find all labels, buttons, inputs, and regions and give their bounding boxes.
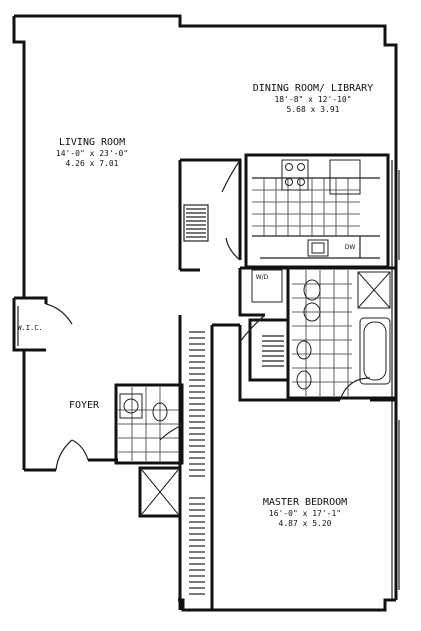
master-bedroom-name: MASTER BEDROOM [263, 497, 347, 508]
kitchen: DW [252, 159, 380, 259]
living-room-dim-imperial: 14'-0" x 23'-0" [56, 149, 128, 158]
toilet-icon [303, 279, 321, 301]
sink-icon [296, 370, 312, 390]
living-room-name: LIVING ROOM [59, 137, 125, 148]
washer-dryer-label: W/D [256, 274, 269, 281]
living-room-dim-metric: 4.26 x 7.01 [66, 159, 119, 168]
kitchen-tiles [252, 178, 360, 236]
toilet-icon [303, 302, 321, 322]
dishwasher-label: DW [345, 244, 356, 251]
door-swings [45, 159, 371, 471]
refrigerator-icon [329, 159, 361, 195]
bath-tiles [292, 270, 352, 396]
master-bedroom-dim-metric: 4.87 x 5.20 [279, 519, 332, 528]
kitchen-sink-icon [307, 239, 329, 257]
sink-icon [123, 398, 139, 414]
toilet-icon [152, 402, 168, 422]
powder-room [118, 387, 180, 461]
dining-room-dim-metric: 5.68 x 3.91 [287, 105, 340, 114]
dining-room-dim-imperial: 18'-8" x 12'-10" [274, 95, 351, 104]
dining-room-name: DINING ROOM/ LIBRARY [253, 83, 373, 94]
shower-icon [357, 271, 391, 309]
interior-walls [14, 153, 398, 610]
closet-shelving [17, 204, 284, 595]
bathtub-icon [359, 317, 391, 385]
master-bathroom: W/D [251, 269, 391, 396]
linen-closet [141, 469, 179, 515]
master-bedroom-dim-imperial: 16'-0" x 17'-1" [269, 509, 341, 518]
foyer-name: FOYER [69, 400, 100, 411]
sink-icon [296, 340, 312, 360]
wic-name: W.I.C. [17, 324, 42, 332]
stove-icon [281, 159, 309, 191]
washer-dryer-icon [251, 269, 283, 303]
room-labels: LIVING ROOM 14'-0" x 23'-0" 4.26 x 7.01 … [17, 83, 373, 528]
